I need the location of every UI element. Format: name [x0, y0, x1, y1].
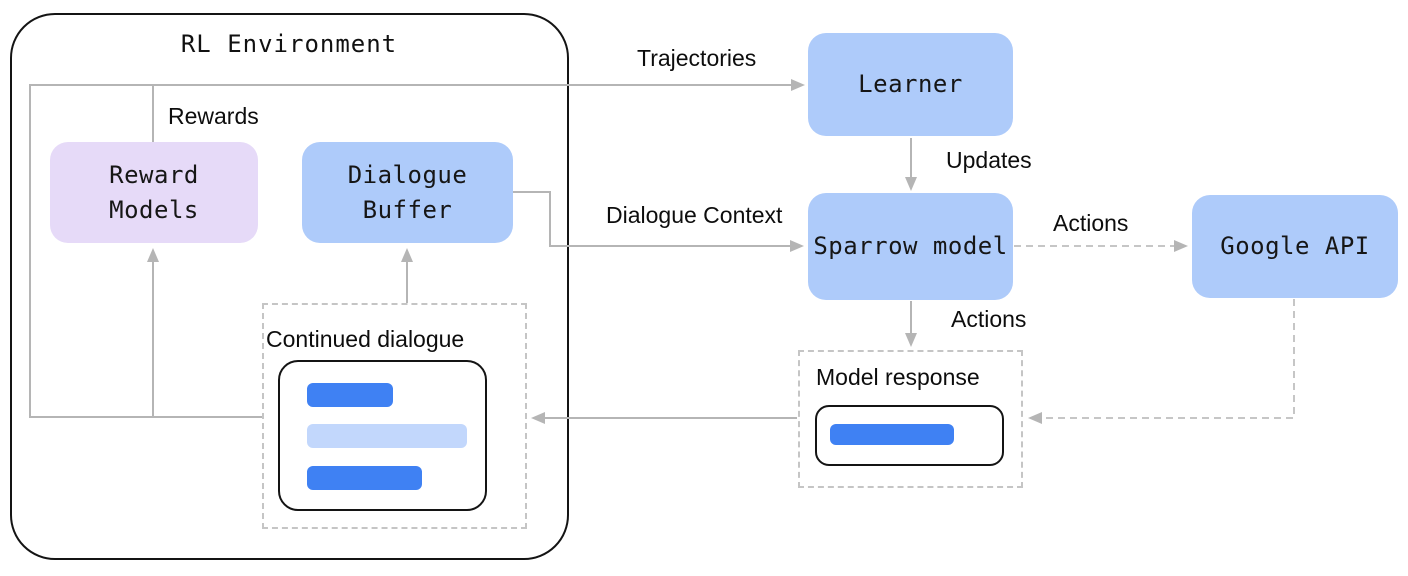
dialogue-message-bar-3: [307, 466, 422, 490]
rl-environment-container: [10, 13, 569, 560]
continued-dialogue-label: Continued dialogue: [266, 326, 465, 352]
updates-label: Updates: [946, 147, 1032, 173]
edge-dialogue-context: [513, 191, 804, 252]
google-api-node: Google API: [1192, 195, 1398, 298]
response-message-bar: [830, 424, 954, 445]
dialogue-buffer-node: Dialogue Buffer: [302, 142, 513, 243]
continued-dialogue-card: [278, 360, 487, 511]
model-response-group: [798, 350, 1023, 488]
actions-to-response-label: Actions: [951, 306, 1027, 332]
sparrow-model-node: Sparrow model: [808, 193, 1013, 300]
edge-google-to-response: [1028, 299, 1295, 424]
learner-node: Learner: [808, 33, 1013, 136]
dialogue-message-bar-2: [307, 424, 467, 448]
trajectories-label: Trajectories: [637, 45, 757, 71]
model-response-label: Model response: [816, 364, 980, 390]
continued-dialogue-group: [262, 303, 527, 529]
dialogue-message-bar-1: [307, 383, 393, 407]
edge-trajectories: [29, 79, 805, 418]
model-response-card: [815, 405, 1004, 466]
rewards-label: Rewards: [168, 103, 259, 129]
rl-environment-title: RL Environment: [180, 30, 398, 58]
dialogue-context-label: Dialogue Context: [606, 202, 783, 228]
reward-models-node: Reward Models: [50, 142, 258, 243]
actions-to-google-label: Actions: [1053, 210, 1129, 236]
